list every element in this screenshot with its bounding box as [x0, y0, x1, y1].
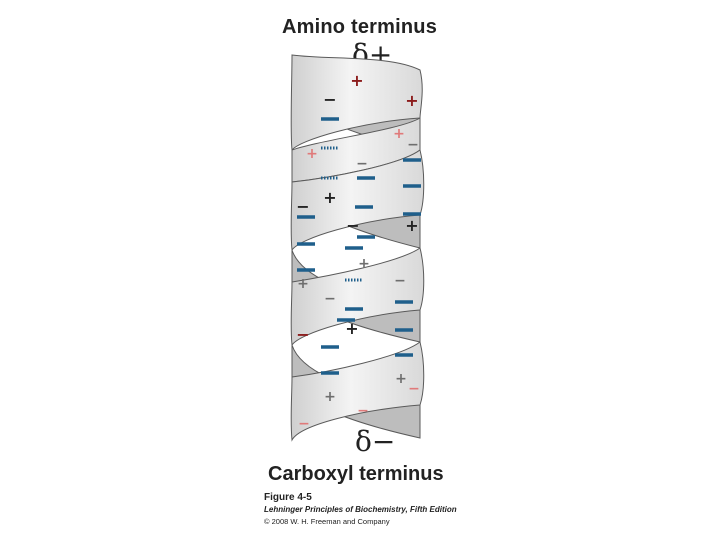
figure-number: Figure 4-5 — [264, 492, 312, 503]
svg-text:+: + — [395, 371, 407, 387]
helix-ribbon-front — [290, 54, 425, 442]
carboxyl-terminus-label: Carboxyl terminus — [268, 463, 444, 485]
svg-text:+: + — [297, 276, 309, 292]
svg-text:−: − — [356, 156, 368, 172]
copyright-notice: © 2008 W. H. Freeman and Company — [264, 517, 390, 526]
svg-text:−: − — [296, 325, 309, 344]
svg-text:−: − — [296, 197, 309, 216]
svg-text:+: + — [323, 188, 336, 207]
svg-text:+: + — [358, 256, 370, 272]
svg-text:+: + — [345, 319, 358, 338]
svg-text:−: − — [298, 416, 310, 432]
svg-text:−: − — [357, 403, 369, 419]
hydrogen-bond-dots — [321, 146, 363, 282]
svg-text:+: + — [405, 91, 418, 110]
svg-text:−: − — [394, 273, 406, 289]
book-title: Lehninger Principles of Biochemistry, Fi… — [264, 505, 457, 514]
svg-text:+: + — [306, 146, 318, 162]
svg-text:−: − — [324, 291, 336, 307]
delta-minus-label: δ− — [355, 425, 396, 458]
svg-text:+: + — [393, 126, 405, 142]
dipole-dashes — [297, 117, 421, 375]
charge-signs: + − + + − + − + − − + + + − − − + + − + … — [296, 71, 420, 432]
svg-text:−: − — [407, 137, 419, 153]
svg-text:−: − — [408, 381, 420, 397]
svg-text:+: + — [350, 71, 363, 90]
svg-text:+: + — [324, 389, 336, 405]
svg-text:+: + — [405, 216, 418, 235]
svg-text:−: − — [323, 90, 336, 109]
svg-text:−: − — [346, 216, 359, 235]
amino-terminus-label: Amino terminus — [282, 16, 438, 38]
